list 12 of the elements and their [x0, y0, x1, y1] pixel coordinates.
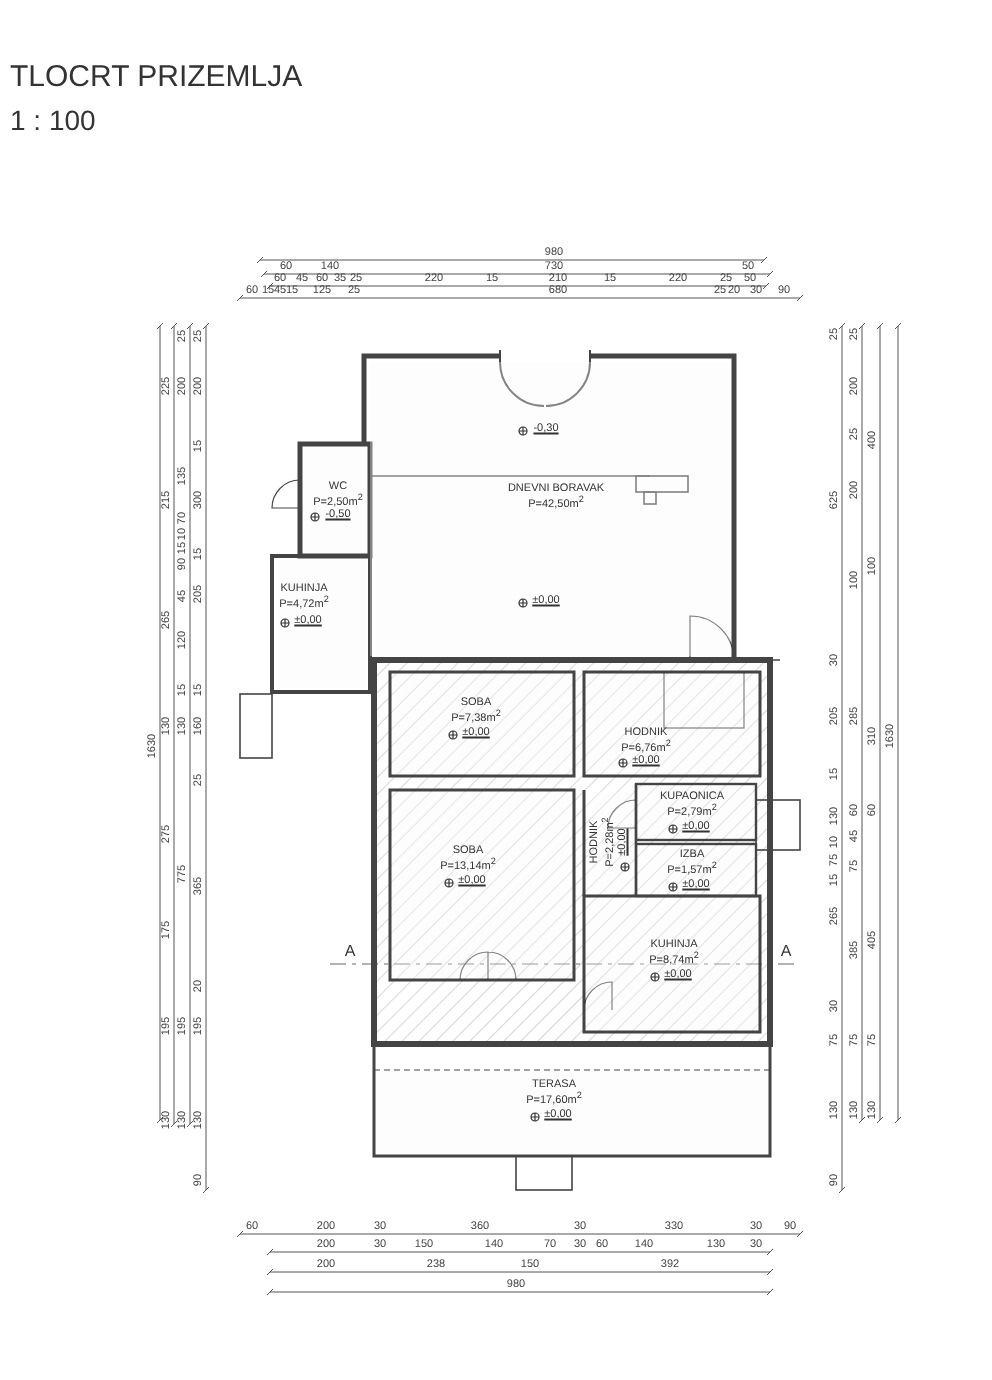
title: TLOCRT PRIZEMLJA — [10, 60, 303, 94]
section-marker: A — [344, 944, 356, 960]
room — [586, 792, 634, 894]
room — [370, 362, 730, 656]
scale-label: 1 : 100 — [10, 104, 96, 136]
room — [392, 674, 572, 774]
room — [638, 846, 754, 894]
room — [586, 898, 758, 1030]
room — [638, 786, 754, 838]
section-marker: A — [780, 944, 792, 960]
room — [586, 674, 758, 774]
room — [392, 792, 572, 978]
